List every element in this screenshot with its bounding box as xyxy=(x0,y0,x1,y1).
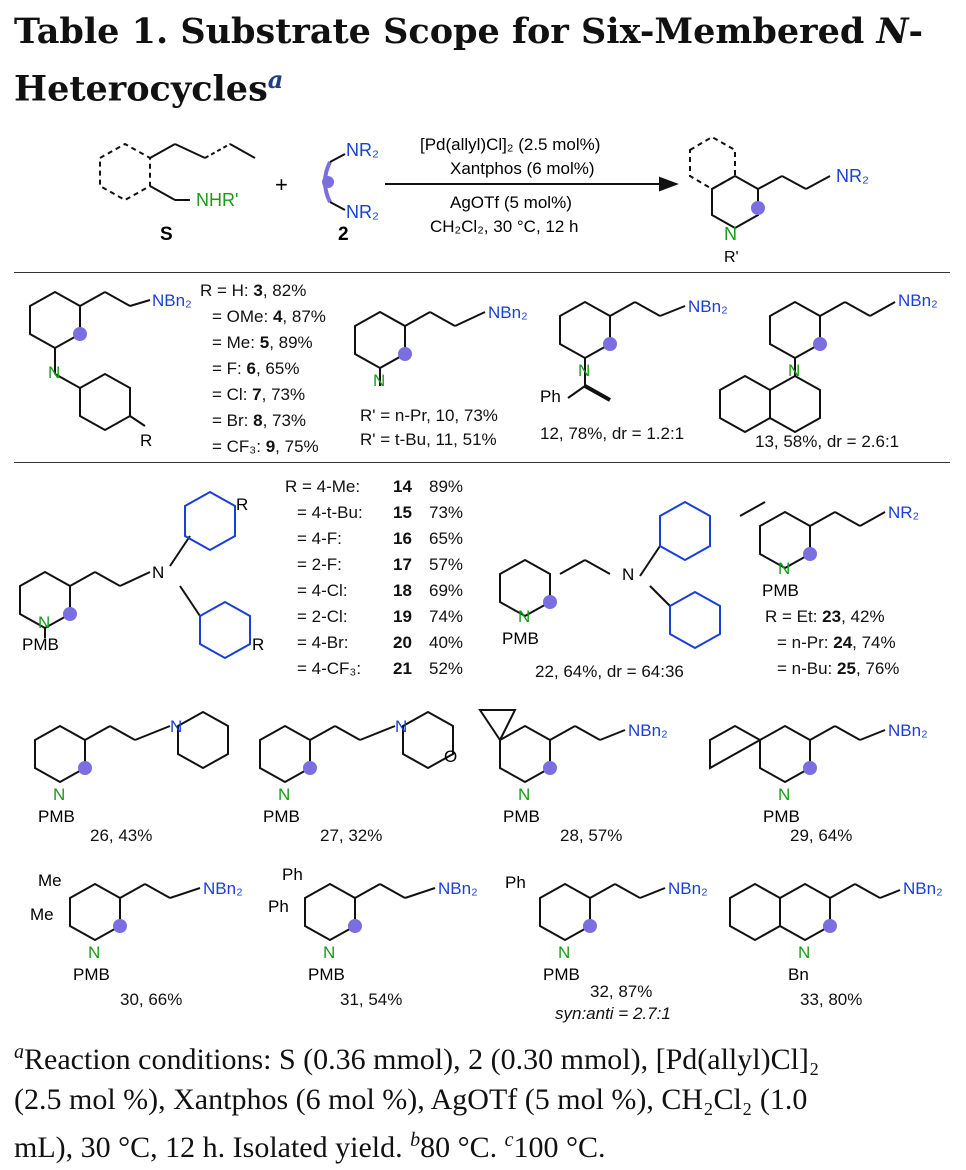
n-26-pip: N xyxy=(170,717,182,736)
n-22-ring: N xyxy=(518,607,530,626)
n-13: N xyxy=(788,361,800,380)
pmb-14: PMB xyxy=(22,635,59,654)
n-28: N xyxy=(518,785,530,804)
plus-sign: + xyxy=(275,172,288,197)
nbn2-28: NBn₂ xyxy=(628,721,668,740)
n-10: N xyxy=(373,371,385,390)
n-12: N xyxy=(578,361,590,380)
n-29: N xyxy=(778,785,790,804)
n-30: N xyxy=(88,943,100,962)
pmb-29: PMB xyxy=(763,807,800,826)
r-3: R xyxy=(140,431,152,450)
n-14-ring: N xyxy=(38,613,50,632)
nbn2-31: NBn₂ xyxy=(438,879,478,898)
n-27: N xyxy=(278,785,290,804)
divider-1 xyxy=(14,272,950,273)
condition-2: Xantphos (6 mol%) xyxy=(450,159,595,178)
footnote: aReaction conditions: S (0.36 mmol), 2 (… xyxy=(14,1041,820,1164)
reagent-nr2-bottom: NR₂ xyxy=(346,202,379,222)
n-22: N xyxy=(622,565,634,584)
row2-structures: N R R N PMB N N PMB NR₂ N PMB xyxy=(19,490,919,660)
row1-structures: NBn₂ N R NBn₂ N NBn₂ N Ph NBn₂ N xyxy=(29,290,938,450)
caption-10: R' = n-Pr, 10, 73% xyxy=(360,406,498,425)
pmb-23: PMB xyxy=(762,581,799,600)
ph-31b: Ph xyxy=(268,897,289,916)
caption-12: 12, 78%, dr = 1.2:1 xyxy=(540,424,685,443)
r-14a: R xyxy=(236,495,248,514)
n-27-mor: N xyxy=(395,717,407,736)
reagent-nr2-top: NR₂ xyxy=(346,140,379,160)
ph-31a: Ph xyxy=(282,865,303,884)
nbn2-3: NBn₂ xyxy=(152,291,192,310)
n-32: N xyxy=(558,943,570,962)
n-31: N xyxy=(323,943,335,962)
ph-32: Ph xyxy=(505,873,526,892)
nbn2-30: NBn₂ xyxy=(203,879,243,898)
caption-32: 32, 87% xyxy=(590,982,653,1001)
nbn2-33: NBn₂ xyxy=(903,879,943,898)
pmb-22: PMB xyxy=(502,629,539,648)
me-30b: Me xyxy=(30,905,54,924)
caption-11: R' = t-Bu, 11, 51% xyxy=(360,430,497,449)
caption-27: 27, 32% xyxy=(320,826,383,845)
pmb-28: PMB xyxy=(503,807,540,826)
n-23: N xyxy=(778,559,790,578)
bn-33: Bn xyxy=(788,965,809,984)
nbn2-32: NBn₂ xyxy=(668,879,708,898)
label-s: S xyxy=(160,224,173,245)
r-14b: R xyxy=(252,635,264,654)
nr2-23: NR₂ xyxy=(888,503,919,522)
label-2: 2 xyxy=(338,224,349,245)
n-14: N xyxy=(152,563,164,582)
caption-32-ratio: syn:anti = 2.7:1 xyxy=(555,1004,671,1023)
product-r-prime: R' xyxy=(724,249,739,266)
series-c-list: R = Et: 23, 42% = n-Pr: 24, 74% = n-Bu: … xyxy=(765,607,900,678)
caption-22: 22, 64%, dr = 64:36 xyxy=(535,662,684,681)
n-26: N xyxy=(53,785,65,804)
product-n: N xyxy=(724,224,737,244)
nbn2-10: NBn₂ xyxy=(488,303,528,322)
product-nr2: NR₂ xyxy=(836,166,869,186)
pmb-27: PMB xyxy=(263,807,300,826)
reaction-scheme: NHR' NR₂ NR₂ + S 2 [Pd(allyl)Cl]₂ (2.5 m… xyxy=(99,135,869,266)
caption-30: 30, 66% xyxy=(120,990,183,1009)
nhr-label: NHR' xyxy=(196,190,238,210)
o-27: O xyxy=(444,747,457,766)
row4-structures: Me Me NBn₂ N PMB Ph Ph NBn₂ N PMB Ph NBn… xyxy=(30,865,943,984)
pmb-30: PMB xyxy=(73,965,110,984)
ph-12: Ph xyxy=(540,387,561,406)
n-3: N xyxy=(48,363,60,382)
caption-26: 26, 43% xyxy=(90,826,153,845)
caption-28: 28, 57% xyxy=(560,826,623,845)
caption-13: 13, 58%, dr = 2.6:1 xyxy=(755,432,900,451)
condition-3: AgOTf (5 mol%) xyxy=(450,193,572,212)
table-title: Table 1. Substrate Scope for Six-Membere… xyxy=(14,11,924,110)
series-a-list: R = H: 3, 82% = OMe: 4, 87% = Me: 5, 89%… xyxy=(200,281,326,456)
nbn2-13: NBn₂ xyxy=(898,291,938,310)
pmb-31: PMB xyxy=(308,965,345,984)
pmb-32: PMB xyxy=(543,965,580,984)
caption-31: 31, 54% xyxy=(340,990,403,1009)
nbn2-12: NBn₂ xyxy=(688,297,728,316)
caption-29: 29, 64% xyxy=(790,826,853,845)
divider-2 xyxy=(14,462,950,463)
condition-4: CH₂Cl₂, 30 °C, 12 h xyxy=(430,217,579,236)
row3-structures: N N PMB N O N PMB NBn₂ N PMB NBn₂ N PMB xyxy=(34,709,928,826)
nbn2-29: NBn₂ xyxy=(888,721,928,740)
n-33: N xyxy=(798,943,810,962)
condition-1: [Pd(allyl)Cl]₂ (2.5 mol%) xyxy=(420,135,600,154)
me-30a: Me xyxy=(38,871,62,890)
pmb-26: PMB xyxy=(38,807,75,826)
caption-33: 33, 80% xyxy=(800,990,863,1009)
